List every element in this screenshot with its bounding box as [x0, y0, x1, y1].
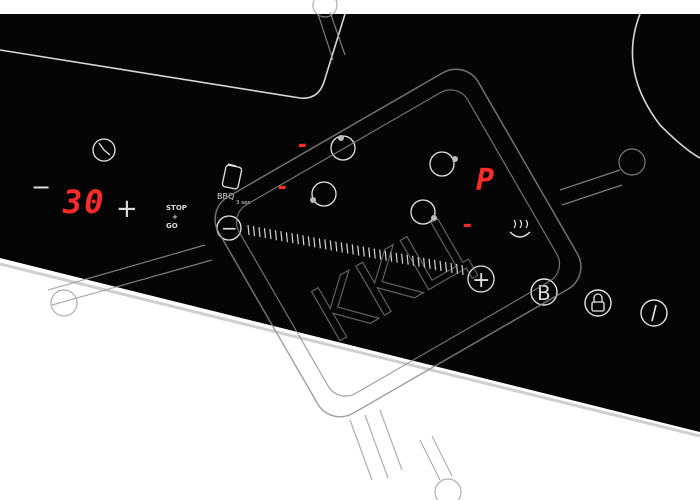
stop-go-button[interactable]: STOP + GO	[166, 204, 187, 230]
slider-plus-button[interactable]: +	[467, 265, 495, 293]
slider-tick	[252, 225, 256, 237]
slider-tick	[395, 252, 398, 263]
slider-tick	[417, 256, 420, 267]
slider-tick	[307, 236, 310, 247]
slider-tick	[285, 232, 289, 243]
stop-go-line2: +	[172, 213, 178, 221]
zone-front-left-icon[interactable]	[310, 181, 337, 207]
bbq-label: BBQ	[217, 192, 234, 201]
cooktop-glass	[0, 14, 700, 432]
zone-rear-right-icon[interactable]	[429, 151, 458, 177]
zone-front-right-indicator: -	[461, 213, 474, 238]
slider-tick	[406, 254, 409, 265]
slider-tick	[428, 258, 431, 269]
slider-tick	[329, 240, 332, 251]
slider-tick	[412, 255, 415, 266]
slider-tick	[461, 264, 464, 276]
slider-tick	[335, 241, 338, 252]
slider-tick	[247, 224, 250, 236]
slider-tick	[373, 248, 376, 259]
keep-warm-icon[interactable]	[509, 219, 531, 238]
slider-tick	[362, 246, 365, 257]
slider-tick	[324, 239, 327, 250]
slider-tick	[450, 262, 453, 274]
power-level-slider[interactable]	[247, 224, 464, 276]
slider-tick	[439, 260, 442, 271]
slider-tick	[351, 244, 354, 255]
slider-tick	[263, 228, 267, 239]
slider-tick	[357, 245, 360, 256]
timer-display: 30	[62, 183, 106, 221]
bbq-sub-label: 3 sec	[236, 200, 251, 206]
slider-tick	[379, 249, 382, 260]
zone-rear-left-icon[interactable]	[330, 135, 356, 161]
bbq-grill-icon	[221, 163, 243, 190]
slider-tick	[274, 230, 278, 241]
slider-tick	[296, 234, 299, 245]
bbq-button[interactable]: BBQ 3 sec	[217, 163, 251, 206]
left-zone-outline	[0, 13, 346, 99]
slider-tick	[313, 237, 316, 248]
slider-minus-label: −	[221, 216, 238, 240]
timer-plus-button[interactable]: +	[116, 194, 138, 224]
zone-front-right-icon[interactable]	[410, 199, 437, 225]
slider-tick	[433, 259, 437, 270]
slider-tick	[455, 263, 459, 275]
timer-minus-button[interactable]: −	[31, 173, 51, 201]
slider-tick	[422, 257, 426, 268]
glass-edge	[0, 262, 700, 438]
slider-tick	[269, 229, 272, 240]
slider-tick	[258, 226, 261, 238]
slider-plus-label: +	[472, 268, 490, 293]
slider-tick	[444, 261, 448, 272]
right-zone-outline	[631, 13, 700, 159]
clock-icon	[92, 138, 116, 162]
slider-tick	[346, 243, 349, 254]
slider-tick	[280, 231, 283, 242]
lock-icon[interactable]	[584, 289, 612, 317]
slider-tick	[340, 242, 343, 253]
slider-tick	[302, 235, 305, 246]
slider-tick	[318, 238, 321, 249]
slider-tick	[390, 251, 393, 262]
slider-tick	[368, 247, 371, 258]
slider-tick	[401, 253, 404, 264]
slider-tick	[384, 250, 387, 261]
stop-go-line3: GO	[166, 222, 178, 230]
zone-rear-right-indicator: P	[476, 163, 494, 198]
slider-tick	[291, 233, 294, 244]
power-icon[interactable]	[640, 299, 668, 327]
zone-front-left-indicator: -	[276, 175, 289, 200]
stop-go-line1: STOP	[166, 204, 187, 212]
